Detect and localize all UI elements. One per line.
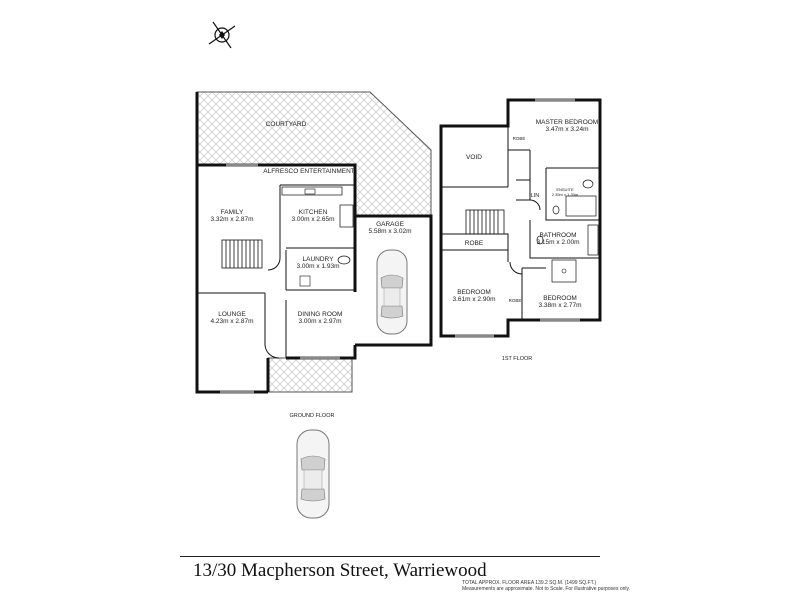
family-label: FAMILY — [221, 209, 244, 216]
first-floor-label: 1ST FLOOR — [502, 356, 532, 362]
floor-area-note: TOTAL APPROX. FLOOR AREA 139.2 SQ.M. (14… — [462, 580, 630, 592]
courtyard-area — [196, 91, 432, 217]
bedroom3-label: BEDROOM — [543, 295, 577, 302]
bathroom-label: BATHROOM — [539, 232, 576, 239]
car-icon — [376, 249, 408, 335]
laundry-dims: 3.00m x 1.93m — [297, 263, 340, 270]
ensuite-dims: 2.35m x 1.33m — [552, 192, 579, 197]
robe-bedroom2-label: ROBE — [465, 240, 484, 247]
garage-label: GARAGE — [376, 221, 404, 228]
title-underline — [180, 556, 600, 557]
property-address: 13/30 Macpherson Street, Warriewood — [193, 560, 487, 581]
first-floor — [439, 98, 602, 338]
bathroom-dims: 3.15m x 2.00m — [537, 239, 580, 246]
master-bedroom-dims: 3.47m x 3.24m — [546, 126, 589, 133]
robe-master-label: ROBE — [513, 136, 526, 141]
lin-label: LIN — [531, 193, 540, 199]
laundry-label: LAUNDRY — [303, 256, 335, 263]
family-dims: 3.32m x 2.87m — [211, 216, 254, 223]
dining-dims: 3.00m x 2.97m — [299, 318, 342, 325]
void-label: VOID — [466, 154, 482, 161]
bedroom2-dims: 3.61m x 2.90m — [453, 296, 496, 303]
lounge-dims: 4.23m x 2.87m — [211, 318, 254, 325]
floor-area-disclaimer: Measurements are approximate. Not to Sca… — [462, 586, 631, 592]
first-stairs — [465, 209, 505, 235]
bedroom3-dims: 3.38m x 2.77m — [539, 302, 582, 309]
front-patio — [267, 357, 353, 393]
kitchen-dims: 3.00m x 2.65m — [292, 216, 335, 223]
master-bedroom-label: MASTER BEDROOM — [536, 119, 598, 126]
courtyard-label: COURTYARD — [266, 121, 307, 128]
garage-dims: 5.58m x 3.02m — [369, 228, 412, 235]
alfresco-label: ALFRESCO ENTERTAINMENT — [263, 168, 355, 175]
ensuite-label: ENSUITE — [556, 187, 574, 192]
compass-icon — [208, 21, 236, 49]
lounge-label: LOUNGE — [218, 311, 246, 318]
ground-stairs — [221, 239, 263, 269]
ground-floor — [195, 91, 433, 394]
car-icon — [296, 429, 330, 519]
dining-label: DINING ROOM — [298, 311, 343, 318]
kitchen-label: KITCHEN — [299, 209, 328, 216]
ground-floor-label: GROUND FLOOR — [290, 413, 335, 419]
bedroom2-label: BEDROOM — [457, 289, 491, 296]
floor-area-total: TOTAL APPROX. FLOOR AREA 139.2 SQ.M. (14… — [462, 580, 597, 586]
robe-bedroom3-label: ROBE — [509, 298, 522, 303]
